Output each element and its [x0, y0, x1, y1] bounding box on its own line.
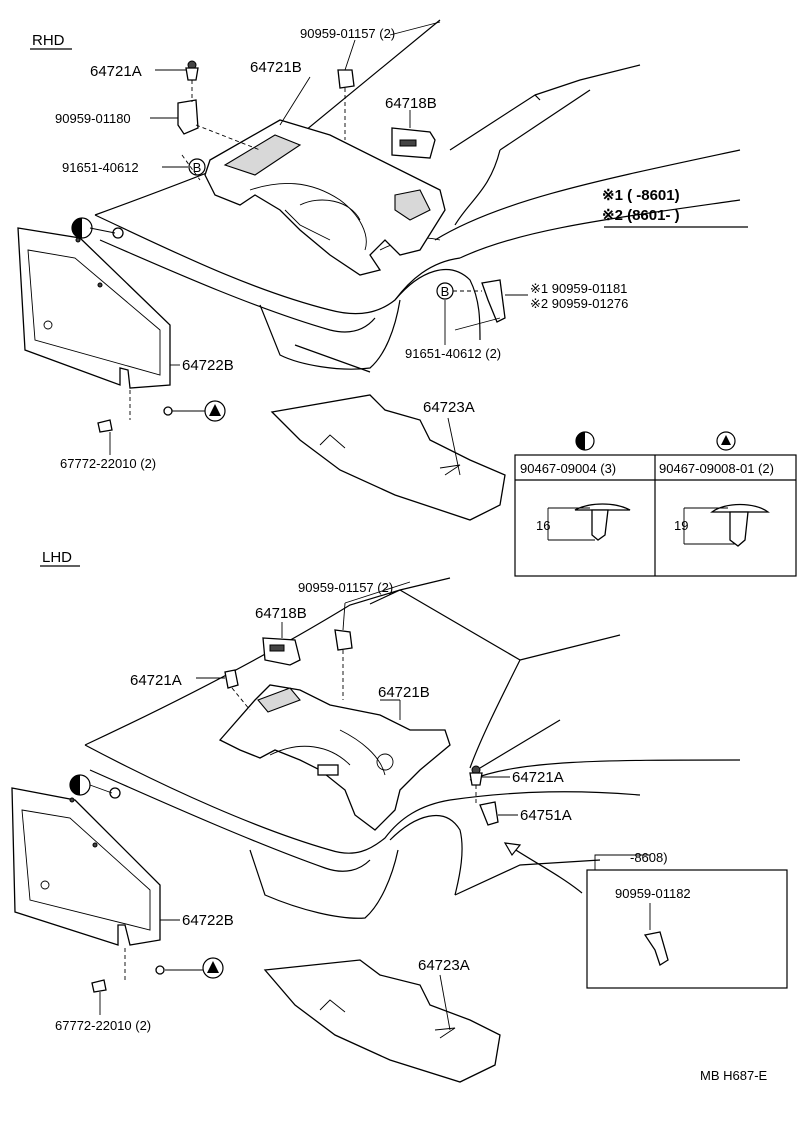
rhd-bracket-90959-01181 — [481, 279, 506, 323]
rhd-label-64718b: 64718B — [385, 95, 437, 112]
rhd-label-90959-01180: 90959-01180 — [55, 111, 131, 126]
section-rhd-title: RHD — [32, 32, 65, 49]
rhd-label-91651-40612: 91651-40612 — [62, 160, 139, 175]
rhd-board-64722b — [17, 227, 171, 389]
clip-drawing-1 — [547, 503, 631, 541]
rhd-triangle-marker — [204, 400, 226, 422]
rhd-clip-90959-01157 — [337, 69, 355, 89]
clip-table-half-circle-icon — [575, 431, 595, 451]
lhd-triangle-marker — [202, 957, 224, 979]
clip-drawing-2 — [683, 503, 770, 547]
lhd-label-64721a-right: 64721A — [512, 769, 564, 786]
lhd-clip-90959-01157 — [334, 629, 353, 651]
note-2: ※2 (8601- ) — [602, 207, 680, 224]
svg-text:B: B — [441, 284, 450, 299]
rhd-bracket-90959-01180 — [177, 99, 199, 135]
inset-arrow — [503, 842, 583, 894]
rhd-mat-64723a — [270, 394, 506, 521]
rhd-half-circle-marker — [71, 217, 93, 239]
lhd-leader-lines — [89, 581, 518, 1031]
inset-range: -8608) — [630, 850, 668, 865]
svg-text:B: B — [193, 160, 202, 175]
section-lhd-title: LHD — [42, 549, 72, 566]
clip-table-triangle-icon — [716, 431, 736, 451]
diagram-code: MB H687-E — [700, 1068, 768, 1083]
rhd-clip-64721a — [185, 60, 199, 81]
rhd-label-64721a: 64721A — [90, 63, 142, 80]
rhd-marker-b-top: B — [188, 158, 206, 176]
rhd-marker-b-right: B — [436, 282, 454, 300]
lhd-half-circle-marker — [69, 774, 91, 796]
clip-dim-16: 16 — [536, 518, 550, 533]
lhd-label-67772-22010: 67772-22010 (2) — [55, 1018, 151, 1033]
rhd-leader-lines — [89, 21, 528, 476]
clip-table-col1: 90467-09004 (3) — [520, 461, 616, 476]
lhd-label-64723a: 64723A — [418, 957, 470, 974]
lhd-label-90959-01157: 90959-01157 (2) — [298, 580, 393, 595]
lhd-label-64721a-left: 64721A — [130, 672, 182, 689]
rhd-label-64723a: 64723A — [423, 399, 475, 416]
rhd-label-90959-01157: 90959-01157 (2) — [300, 26, 395, 41]
lhd-label-64722b: 64722B — [182, 912, 234, 929]
lhd-bracket-64751a — [479, 801, 499, 826]
clip-table: 90467-09004 (3) 90467-09008-01 (2) 16 19 — [514, 431, 797, 577]
rhd-label-64722b: 64722B — [182, 357, 234, 374]
rhd-label-90959-01181: ※1 90959-01181 — [530, 281, 627, 296]
lhd-board-64722b — [11, 787, 161, 946]
rhd-part-64718b — [391, 127, 436, 159]
rhd-label-91651-40612-2: 91651-40612 (2) — [405, 346, 501, 361]
lhd-car-body — [84, 577, 741, 919]
rhd-label-64721b: 64721B — [250, 59, 302, 76]
note-1: ※1 ( -8601) — [602, 187, 680, 204]
lhd-mat-64723a — [263, 959, 501, 1083]
lhd-label-64718b: 64718B — [255, 605, 307, 622]
lhd-trunk-trim-64721b — [218, 684, 451, 831]
rhd-label-67772-22010: 67772-22010 (2) — [60, 456, 156, 471]
lhd-screws — [91, 787, 165, 993]
rhd-label-90959-01276: ※2 90959-01276 — [530, 296, 628, 311]
lhd-label-64751a: 64751A — [520, 807, 572, 824]
inset-part-label: 90959-01182 — [615, 886, 691, 901]
clip-dim-19: 19 — [674, 518, 688, 533]
rhd-trunk-trim-64721b — [204, 119, 446, 276]
lhd-label-64721b: 64721B — [378, 684, 430, 701]
lhd-part-64718b — [262, 637, 301, 666]
lhd-clip-64721a-right — [469, 765, 483, 786]
lhd-clip-64721a-left — [224, 669, 239, 689]
clip-table-col2: 90467-09008-01 (2) — [659, 461, 774, 476]
inset-box: -8608) 90959-01182 — [586, 850, 788, 989]
